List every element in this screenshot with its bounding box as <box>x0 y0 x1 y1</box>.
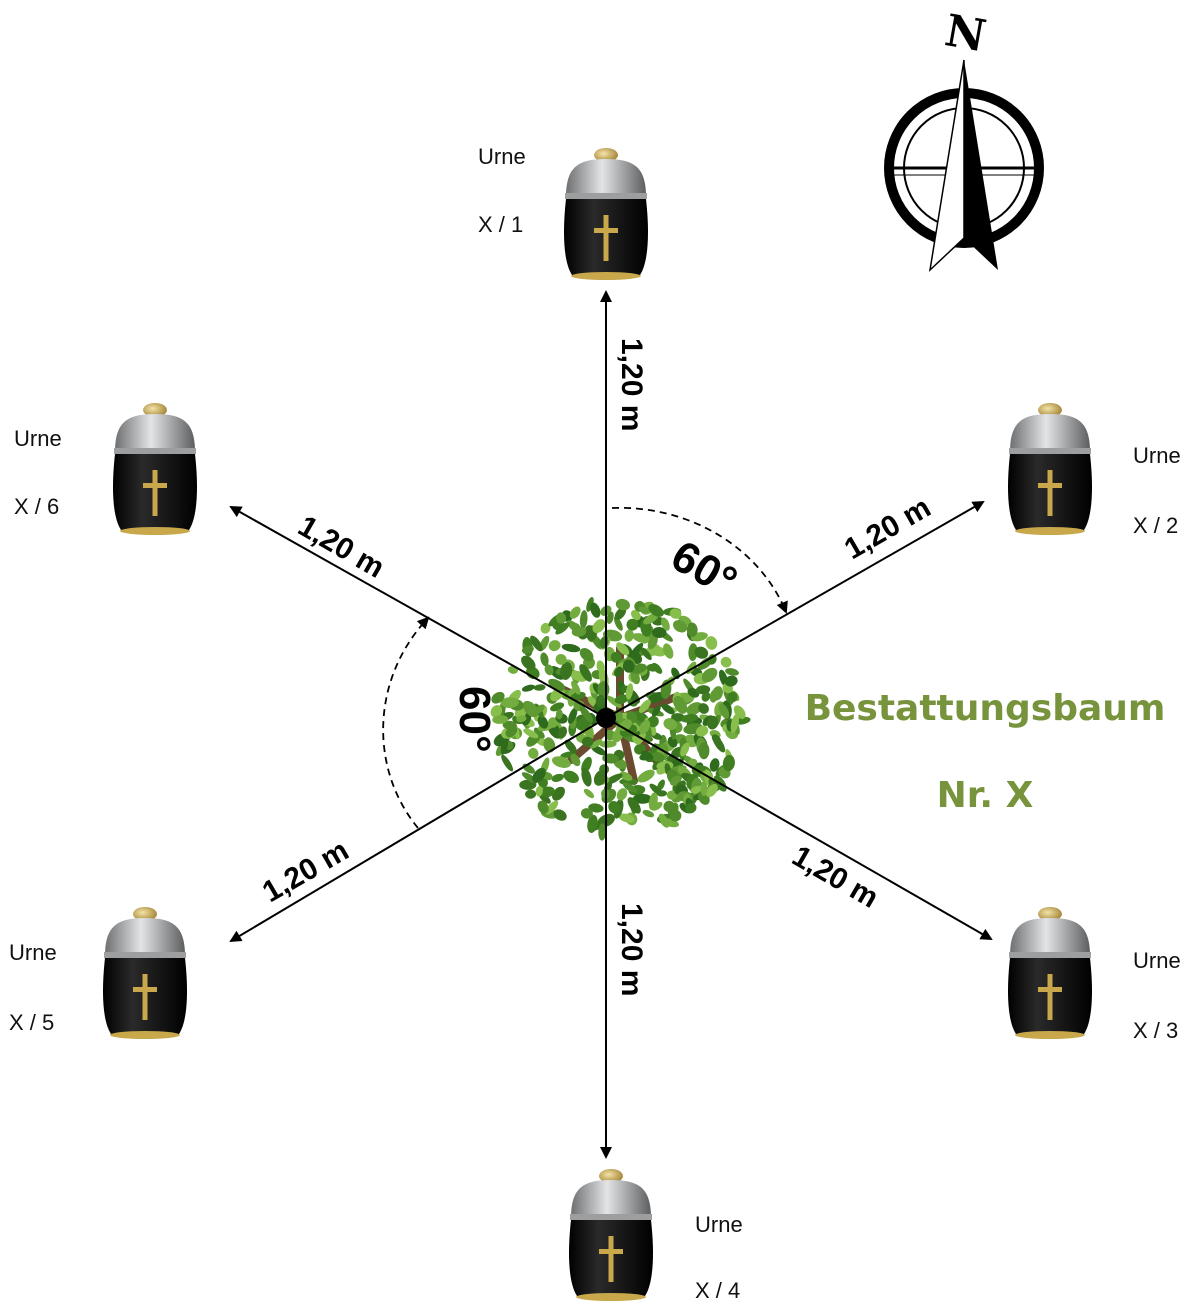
urn-2-name: Urne <box>1133 443 1181 468</box>
urn-icon-2 <box>1008 403 1092 535</box>
urn-4-code: X / 4 <box>695 1278 741 1303</box>
tree-title: Bestattungsbaum <box>804 688 1166 729</box>
tree-canopy <box>490 597 751 841</box>
distance-label-upright: 1,20 m <box>839 491 936 566</box>
urn-5-code: X / 5 <box>9 1010 55 1035</box>
urn-4-name: Urne <box>695 1212 743 1237</box>
angle-label-left: 60° <box>450 686 499 753</box>
angle-arcs <box>382 507 788 829</box>
urn-1-name: Urne <box>478 144 526 169</box>
arrow-urn-5 <box>229 717 607 943</box>
urn-icon-4 <box>569 1169 653 1301</box>
arrow-urn-6 <box>229 506 607 719</box>
urn-3-name: Urne <box>1133 948 1181 973</box>
urn-5-name: Urne <box>9 940 57 965</box>
urn-icon-1 <box>564 148 648 280</box>
urn-2-code: X / 2 <box>1133 513 1179 538</box>
tree-number: Nr. X <box>936 775 1034 816</box>
urn-1-code: X / 1 <box>478 212 524 237</box>
arrow-urn-3 <box>605 717 993 940</box>
distance-arrows <box>229 290 993 1159</box>
distance-label-downright: 1,20 m <box>787 839 884 914</box>
angle-arc-right <box>611 507 788 614</box>
distance-label-downleft: 1,20 m <box>257 834 354 909</box>
compass-north-label: N <box>941 5 989 62</box>
urn-icon-3 <box>1008 907 1092 1039</box>
urn-icon-5 <box>103 907 187 1039</box>
north-arrow-icon: N <box>884 5 1044 273</box>
arrow-urn-2 <box>605 501 985 719</box>
distance-label-upleft: 1,20 m <box>293 509 390 584</box>
urn-icon-6 <box>113 403 197 535</box>
distance-label-up: 1,20 m <box>615 338 648 431</box>
urn-6-name: Urne <box>14 426 62 451</box>
urn-6-code: X / 6 <box>14 494 60 519</box>
urn-3-code: X / 3 <box>1133 1018 1179 1043</box>
angle-label-right: 60° <box>663 531 745 607</box>
distance-label-down: 1,20 m <box>615 903 648 996</box>
center-point <box>596 708 616 728</box>
angle-arc-left <box>382 616 430 829</box>
